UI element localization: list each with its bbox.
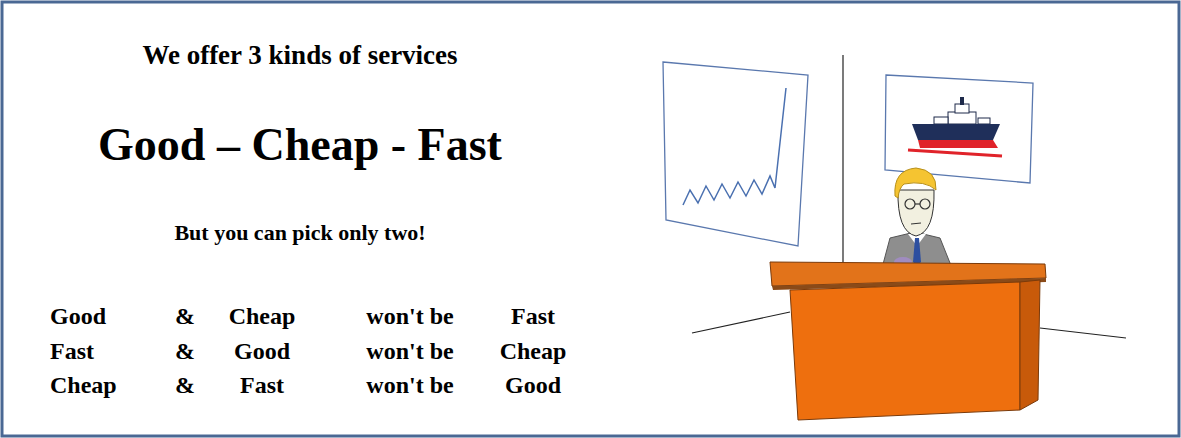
table-cell: & <box>175 339 195 363</box>
table-cell: Good <box>50 304 106 328</box>
table-cell: Fast <box>240 373 284 397</box>
table-cell: Good <box>505 373 561 397</box>
ship <box>908 97 1002 156</box>
wall-corner <box>842 55 843 262</box>
table-cell: won't be <box>366 339 453 363</box>
table-cell: Fast <box>511 304 555 328</box>
table-cell: Cheap <box>229 304 296 328</box>
desk <box>770 262 1046 420</box>
table-cell: & <box>175 373 195 397</box>
chart-line <box>683 88 786 205</box>
table-cell: Good <box>234 339 290 363</box>
table-cell: won't be <box>366 304 453 328</box>
businessman <box>882 168 952 268</box>
main-slogan: Good – Cheap - Fast <box>98 122 502 168</box>
table-cell: Cheap <box>50 373 117 397</box>
heading: We offer 3 kinds of services <box>142 42 457 69</box>
table-cell: won't be <box>366 373 453 397</box>
floor-line <box>1040 328 1126 338</box>
subheading: But you can pick only two! <box>174 222 425 244</box>
table-cell: Fast <box>50 339 94 363</box>
table-cell: Cheap <box>500 339 567 363</box>
floor-line <box>692 312 790 333</box>
picture-frame <box>885 75 1033 183</box>
chart-frame <box>663 62 808 246</box>
table-cell: & <box>175 304 195 328</box>
